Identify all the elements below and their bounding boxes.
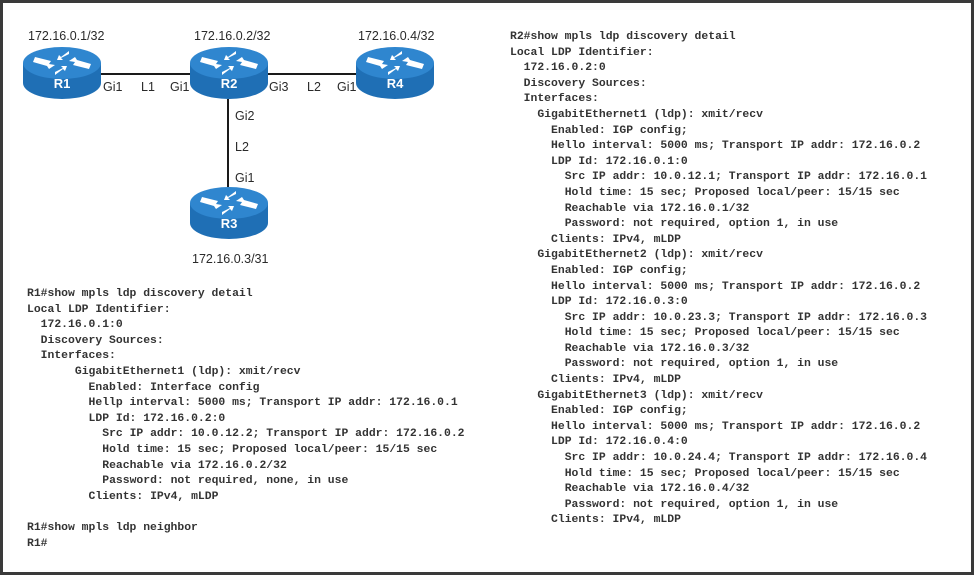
cli-line: Hello interval: 5000 ms; Transport IP ad… bbox=[551, 420, 921, 433]
r2-gi2-label: Gi2 bbox=[235, 109, 255, 123]
r3-loopback-label: 172.16.0.3/31 bbox=[192, 252, 269, 266]
link-l2-vertical-label: L2 bbox=[235, 140, 249, 154]
cli-line: Discovery Sources: bbox=[523, 77, 647, 90]
cli-line: Enabled: IGP config; bbox=[551, 264, 688, 277]
cli-line: GigabitEthernet2 (ldp): xmit/recv bbox=[537, 249, 763, 262]
cli-line: Src IP addr: 10.0.24.4; Transport IP add… bbox=[564, 452, 927, 465]
cli-line: R1#show mpls ldp discovery detail bbox=[27, 288, 253, 300]
cli-line: Clients: IPv4, mLDP bbox=[551, 233, 681, 246]
router-name: R4 bbox=[386, 76, 404, 91]
cli-line: Reachable via 172.16.0.4/32 bbox=[564, 483, 750, 496]
router-icon bbox=[23, 47, 101, 99]
cli-line: Clients: IPv4, mLDP bbox=[551, 374, 681, 387]
cli-line: Password: not required, none, in use bbox=[102, 475, 349, 488]
cli-line: Password: not required, option 1, in use bbox=[564, 218, 839, 231]
cli-line: Reachable via 172.16.0.3/32 bbox=[564, 342, 750, 355]
cli-line: Src IP addr: 10.0.12.1; Transport IP add… bbox=[564, 171, 927, 184]
cli-line: GigabitEthernet3 (ldp): xmit/recv bbox=[537, 389, 763, 402]
cli-line: GigabitEthernet1 (ldp): xmit/recv bbox=[537, 108, 763, 121]
router-r2: R2 bbox=[188, 45, 270, 101]
cli-line: Local LDP Identifier: bbox=[27, 303, 171, 316]
cli-line: Local LDP Identifier: bbox=[510, 46, 654, 59]
cli-line: Interfaces: bbox=[40, 350, 116, 363]
cli-line: LDP Id: 172.16.0.3:0 bbox=[551, 296, 688, 309]
r2-loopback-label: 172.16.0.2/32 bbox=[194, 29, 271, 43]
router-name: R3 bbox=[220, 216, 238, 231]
cli-line: Enabled: IGP config; bbox=[551, 124, 688, 137]
r3-gi1-label: Gi1 bbox=[235, 171, 255, 185]
cli-line: 172.16.0.2:0 bbox=[523, 62, 606, 75]
r4-loopback-label: 172.16.0.4/32 bbox=[358, 29, 435, 43]
r2-gi3-label: Gi3 bbox=[269, 80, 289, 94]
cli-line: Hellp interval: 5000 ms; Transport IP ad… bbox=[88, 397, 458, 410]
cli-line: Clients: IPv4, mLDP bbox=[551, 514, 681, 527]
cli-line: Hold time: 15 sec; Proposed local/peer: … bbox=[564, 186, 900, 199]
cli-line: R2#show mpls ldp discovery detail bbox=[510, 31, 736, 43]
router-name: R1 bbox=[53, 76, 71, 91]
router-icon bbox=[190, 47, 268, 99]
router-icon bbox=[356, 47, 434, 99]
cli-line: 172.16.0.1:0 bbox=[40, 319, 123, 332]
cli-line: Reachable via 172.16.0.2/32 bbox=[102, 459, 287, 472]
link-l1-label: L1 bbox=[141, 80, 155, 94]
router-r3: R3 bbox=[188, 185, 270, 241]
link-r2-r3 bbox=[227, 99, 229, 187]
cli-line: Password: not required, option 1, in use bbox=[564, 498, 839, 511]
cli-line: Enabled: Interface config bbox=[88, 381, 260, 394]
cli-line: R1# bbox=[27, 537, 48, 550]
r4-gi1-label: Gi1 bbox=[337, 80, 357, 94]
cli-line: Hello interval: 5000 ms; Transport IP ad… bbox=[551, 280, 921, 293]
cli-line: Enabled: IGP config; bbox=[551, 405, 688, 418]
cli-line: LDP Id: 172.16.0.1:0 bbox=[551, 155, 688, 168]
router-r1: R1 bbox=[21, 45, 103, 101]
link-r1-r2 bbox=[99, 73, 191, 75]
cli-line: LDP Id: 172.16.0.2:0 bbox=[88, 412, 226, 425]
cli-line: Clients: IPv4, mLDP bbox=[88, 490, 219, 503]
r1-loopback-label: 172.16.0.1/32 bbox=[28, 29, 105, 43]
cli-line: Interfaces: bbox=[523, 93, 599, 106]
link-r2-r4 bbox=[267, 73, 359, 75]
cli-line: Hold time: 15 sec; Proposed local/peer: … bbox=[564, 327, 900, 340]
router-name: R2 bbox=[220, 76, 238, 91]
r1-gi1-label: Gi1 bbox=[103, 80, 123, 94]
router-icon bbox=[190, 187, 268, 239]
r2-gi1-label: Gi1 bbox=[170, 80, 190, 94]
cli-line: Hello interval: 5000 ms; Transport IP ad… bbox=[551, 140, 921, 153]
cli-line: Password: not required, option 1, in use bbox=[564, 358, 839, 371]
cli-line: Src IP addr: 10.0.12.2; Transport IP add… bbox=[102, 428, 465, 441]
router-r4: R4 bbox=[354, 45, 436, 101]
cli-line: Reachable via 172.16.0.1/32 bbox=[564, 202, 750, 215]
cli-line: R1#show mpls ldp neighbor bbox=[27, 521, 198, 534]
cli-line: Discovery Sources: bbox=[40, 334, 164, 347]
cli-line: LDP Id: 172.16.0.4:0 bbox=[551, 436, 688, 449]
cli-line bbox=[27, 505, 465, 521]
cli-line: Hold time: 15 sec; Proposed local/peer: … bbox=[102, 443, 438, 456]
cli-line: Hold time: 15 sec; Proposed local/peer: … bbox=[564, 467, 900, 480]
link-l2-label: L2 bbox=[307, 80, 321, 94]
cli-line: Src IP addr: 10.0.23.3; Transport IP add… bbox=[564, 311, 927, 324]
cli-line: GigabitEthernet1 (ldp): xmit/recv bbox=[74, 365, 301, 378]
